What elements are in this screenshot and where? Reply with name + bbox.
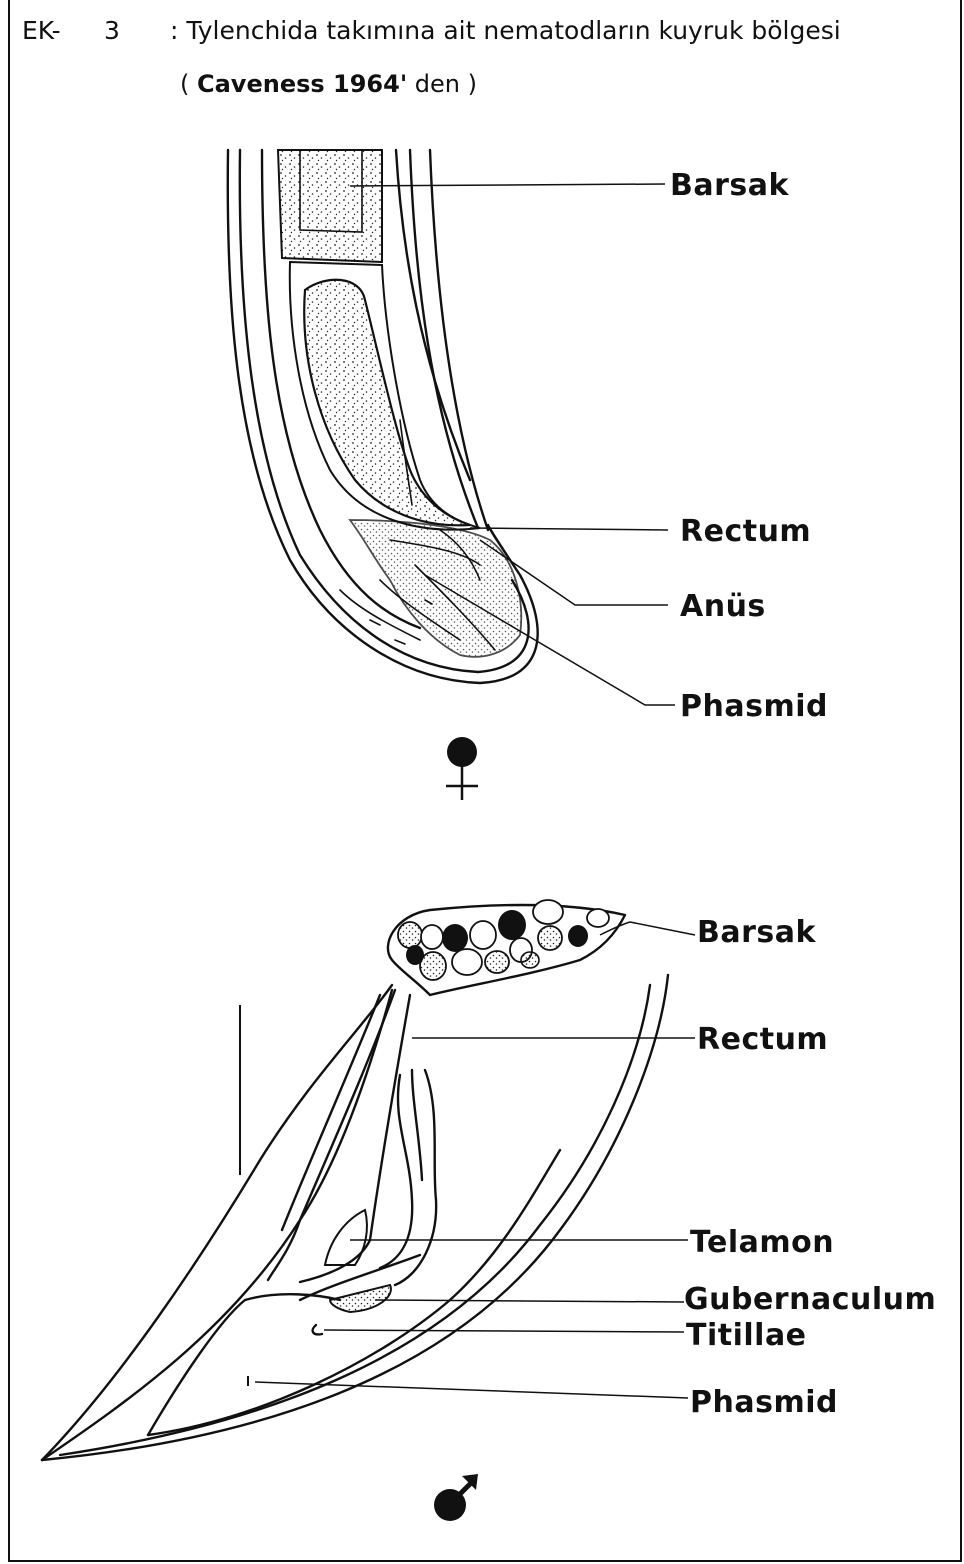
male-label-gubernaculum: Gubernaculum xyxy=(684,1282,936,1317)
male-label-phasmid: Phasmid xyxy=(690,1385,838,1420)
female-label-phasmid: Phasmid xyxy=(680,689,828,724)
intestine-granules xyxy=(398,900,609,980)
male-symbol-icon xyxy=(434,1474,478,1521)
male-leader-lines xyxy=(255,922,695,1398)
female-tail-illustration xyxy=(228,150,538,683)
male-label-titillae: Titillae xyxy=(686,1318,807,1353)
male-label-rectum: Rectum xyxy=(697,1022,828,1057)
male-label-intestine: Barsak xyxy=(697,915,817,950)
female-label-rectum: Rectum xyxy=(680,514,811,549)
female-label-anus: Anüs xyxy=(680,589,766,624)
male-tail-illustration xyxy=(42,900,668,1460)
female-label-intestine: Barsak xyxy=(670,168,790,203)
female-symbol-icon xyxy=(446,737,478,800)
male-label-telamon: Telamon xyxy=(690,1225,834,1260)
